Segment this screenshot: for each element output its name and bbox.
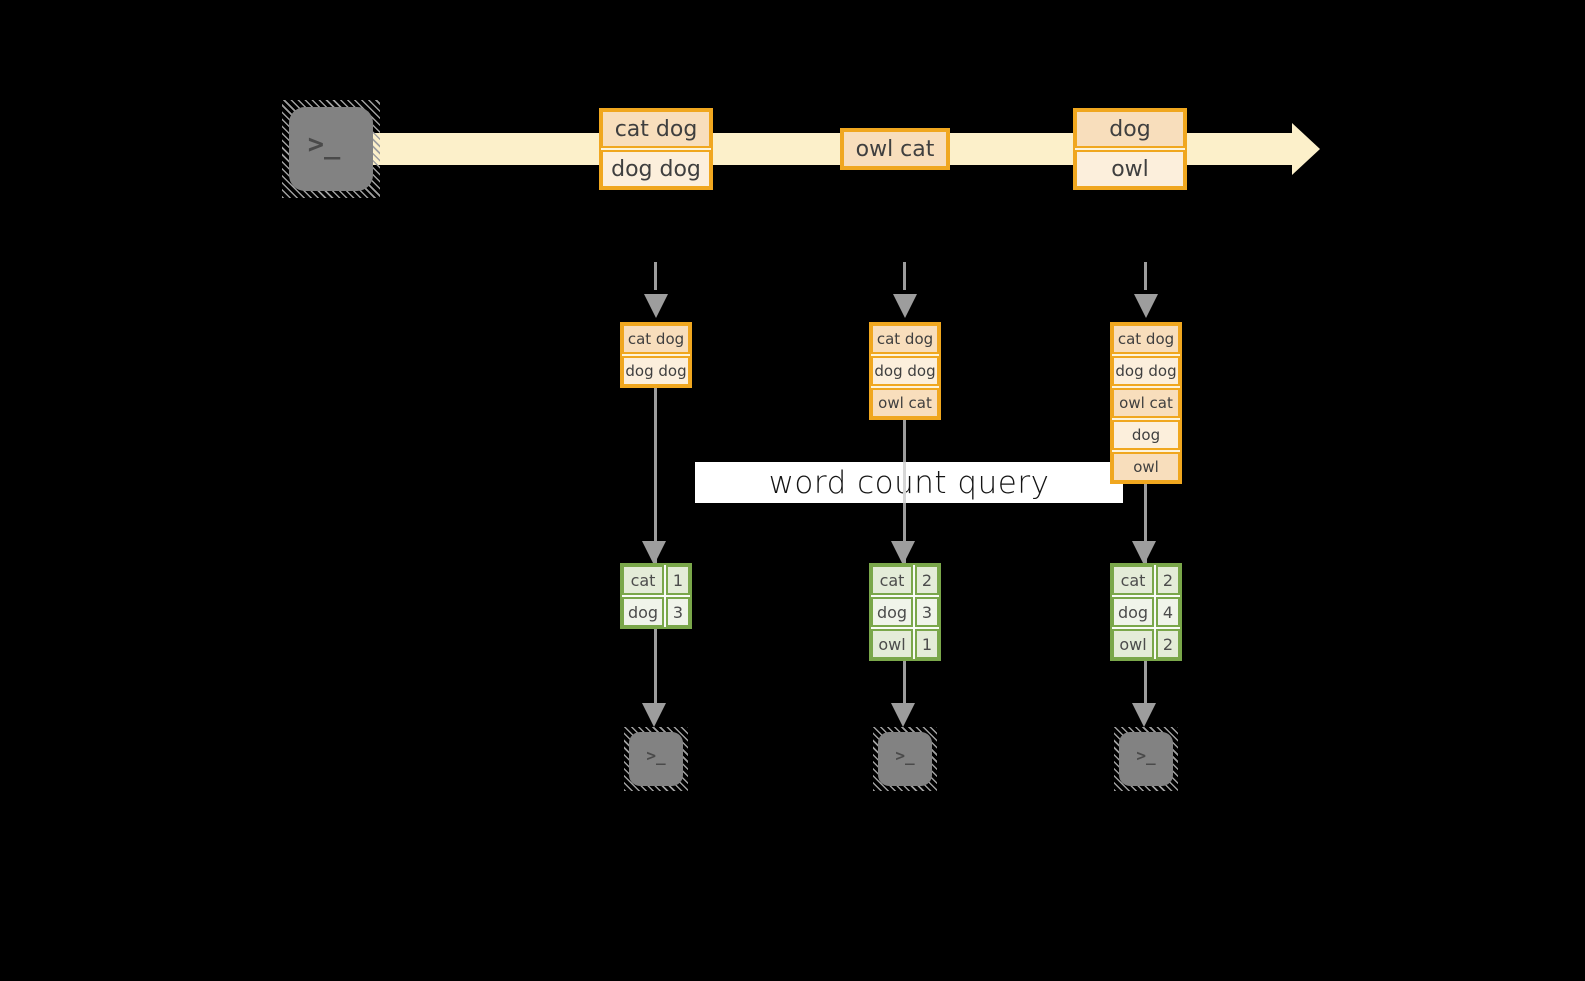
count-row: owl 1 xyxy=(871,629,939,659)
word-cell: cat xyxy=(622,565,664,595)
buffer-cell: owl xyxy=(1112,452,1180,482)
word-cell: cat xyxy=(1112,565,1154,595)
buffer-cell: cat dog xyxy=(871,324,939,354)
count-cell: 2 xyxy=(1156,565,1180,595)
count-cell: 1 xyxy=(666,565,690,595)
terminal-screen: >_ xyxy=(1119,732,1173,786)
count-table-3: cat 2 dog 4 owl 2 xyxy=(1110,563,1182,661)
buffer-cell: dog dog xyxy=(622,356,690,386)
dashed-arrowhead-icon xyxy=(893,294,917,318)
count-cell: 4 xyxy=(1156,597,1180,627)
connector-line xyxy=(654,629,657,721)
buffer-cell: owl cat xyxy=(871,388,939,418)
buffer-cell: cat dog xyxy=(1112,324,1180,354)
dashed-arrowhead-icon xyxy=(1134,294,1158,318)
line-crossing-band xyxy=(903,462,906,503)
connector-line xyxy=(903,661,906,721)
prompt-glyph: >_ xyxy=(895,745,915,765)
event-cell: dog dog xyxy=(601,150,711,188)
prompt-glyph: >_ xyxy=(307,128,341,160)
buffer-cell: dog xyxy=(1112,420,1180,450)
count-cell: 1 xyxy=(915,629,939,659)
event-cell: dog xyxy=(1075,110,1185,148)
dashed-arrow-shaft xyxy=(654,262,657,290)
sink-terminal-icon: >_ xyxy=(873,727,937,791)
query-band: word count query xyxy=(695,462,1123,503)
event-cell: owl cat xyxy=(842,130,948,168)
connector-line xyxy=(1144,484,1147,565)
buffer-cell: dog dog xyxy=(1112,356,1180,386)
count-cell: 2 xyxy=(1156,629,1180,659)
word-cell: dog xyxy=(871,597,913,627)
stream-event-box-3: dog owl xyxy=(1073,108,1187,190)
terminal-screen: >_ xyxy=(878,732,932,786)
down-arrowhead-icon xyxy=(1132,703,1156,727)
stream-event-box-1: cat dog dog dog xyxy=(599,108,713,190)
count-row: owl 2 xyxy=(1112,629,1180,659)
dashed-arrow-shaft xyxy=(1144,262,1147,290)
word-cell: cat xyxy=(871,565,913,595)
count-row: cat 2 xyxy=(871,565,939,595)
buffer-stack-2: cat dog dog dog owl cat xyxy=(869,322,941,420)
count-row: cat 1 xyxy=(622,565,690,595)
buffer-cell: cat dog xyxy=(622,324,690,354)
terminal-screen: >_ xyxy=(289,107,373,191)
word-cell: owl xyxy=(871,629,913,659)
sink-terminal-icon: >_ xyxy=(1114,727,1178,791)
down-arrowhead-icon xyxy=(891,703,915,727)
count-cell: 3 xyxy=(666,597,690,627)
connector-line xyxy=(1144,661,1147,721)
word-cell: dog xyxy=(1112,597,1154,627)
sink-terminal-icon: >_ xyxy=(624,727,688,791)
dashed-arrow-shaft xyxy=(903,262,906,290)
stream-event-box-2: owl cat xyxy=(840,128,950,170)
terminal-screen: >_ xyxy=(629,732,683,786)
down-arrowhead-icon xyxy=(891,541,915,565)
count-row: cat 2 xyxy=(1112,565,1180,595)
count-cell: 2 xyxy=(915,565,939,595)
count-table-1: cat 1 dog 3 xyxy=(620,563,692,629)
buffer-stack-3: cat dog dog dog owl cat dog owl xyxy=(1110,322,1182,484)
query-label: word count query xyxy=(768,464,1050,501)
buffer-cell: dog dog xyxy=(871,356,939,386)
source-terminal-icon: >_ xyxy=(282,100,380,198)
count-row: dog 4 xyxy=(1112,597,1180,627)
stream-arrowhead-icon xyxy=(1292,123,1320,175)
dashed-arrowhead-icon xyxy=(644,294,668,318)
down-arrowhead-icon xyxy=(1132,541,1156,565)
prompt-glyph: >_ xyxy=(1136,745,1156,765)
count-table-2: cat 2 dog 3 owl 1 xyxy=(869,563,941,661)
down-arrowhead-icon xyxy=(642,541,666,565)
event-cell: owl xyxy=(1075,150,1185,188)
prompt-glyph: >_ xyxy=(646,745,666,765)
down-arrowhead-icon xyxy=(642,703,666,727)
count-cell: 3 xyxy=(915,597,939,627)
word-cell: dog xyxy=(622,597,664,627)
buffer-cell: owl cat xyxy=(1112,388,1180,418)
word-cell: owl xyxy=(1112,629,1154,659)
connector-line xyxy=(654,388,657,565)
event-cell: cat dog xyxy=(601,110,711,148)
count-row: dog 3 xyxy=(622,597,690,627)
count-row: dog 3 xyxy=(871,597,939,627)
buffer-stack-1: cat dog dog dog xyxy=(620,322,692,388)
